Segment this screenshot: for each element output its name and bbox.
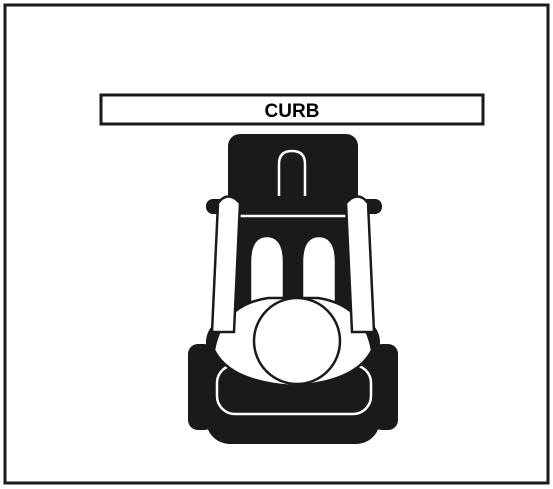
- right-wheel: [372, 344, 398, 430]
- curb-label: CURB: [265, 101, 320, 122]
- left-wheel: [188, 344, 214, 430]
- head: [254, 298, 340, 384]
- curb: CURB: [101, 95, 483, 124]
- right-arm: [346, 197, 374, 333]
- left-arm: [212, 197, 240, 333]
